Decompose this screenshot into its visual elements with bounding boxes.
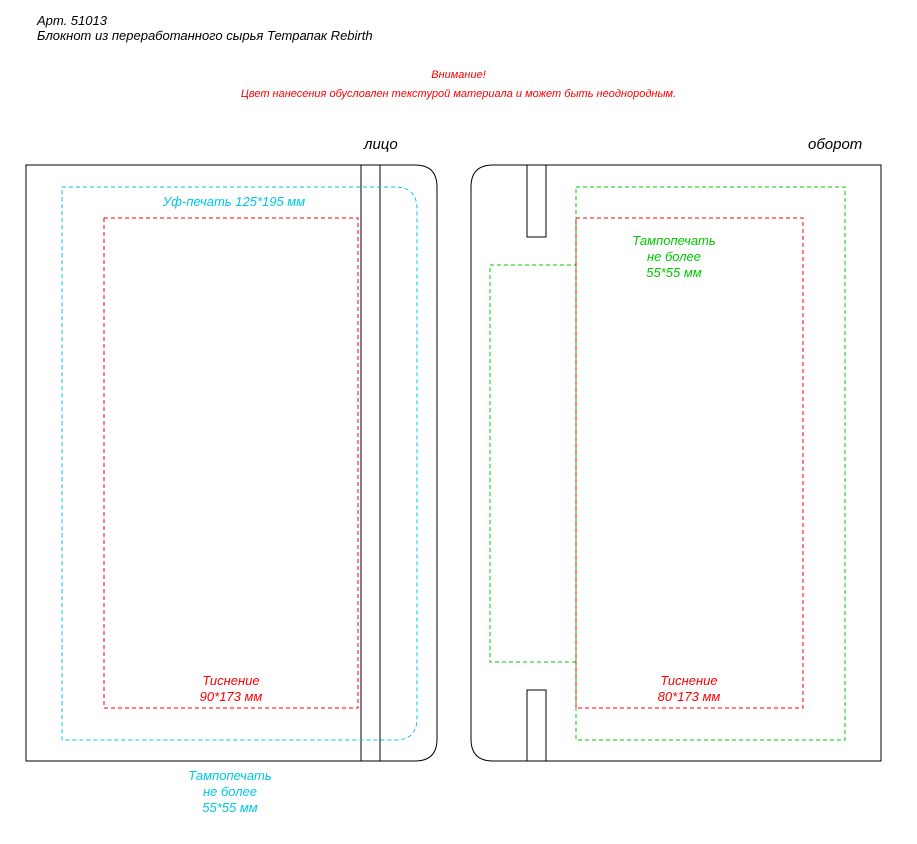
back-cover	[470, 164, 882, 762]
front-uv-label: Уф-печать 125*195 мм	[162, 194, 306, 209]
front-pad-label-line2: не более	[202, 784, 258, 799]
back-emboss-area	[575, 217, 804, 709]
front-side-label: лицо	[364, 136, 398, 153]
front-pad-label-line3: 55*55 мм	[202, 800, 258, 815]
back-cover-outline	[470, 164, 882, 762]
warning-title: Внимание!	[431, 69, 486, 81]
front-emboss-area	[103, 217, 359, 709]
back-pocket-area	[489, 264, 577, 663]
front-emboss-label-line1: Тиснение	[202, 673, 260, 688]
front-emboss-label-line2: 90*173 мм	[199, 689, 263, 704]
article-number: Арт. 51013	[37, 13, 107, 28]
back-pad-print-area	[575, 186, 846, 741]
front-elastic-band	[360, 164, 381, 762]
back-pad-label-line3: 55*55 мм	[646, 265, 702, 280]
back-emboss-label-line1: Тиснение	[660, 673, 718, 688]
back-emboss-label-line2: 80*173 мм	[657, 689, 721, 704]
front-uv-print-area	[61, 186, 418, 741]
back-elastic-tab-bottom	[526, 689, 547, 762]
back-elastic-tab-top	[526, 164, 547, 238]
front-cover	[25, 164, 438, 762]
back-pad-label-line1: Тампопечать	[632, 233, 716, 248]
front-cover-outline	[25, 164, 438, 762]
front-pad-label-line1: Тампопечать	[188, 768, 272, 783]
warning-text: Цвет нанесения обусловлен текстурой мате…	[240, 88, 677, 100]
product-title: Блокнот из переработанного сырья Тетрапа…	[37, 28, 373, 43]
back-pad-label-line2: не более	[646, 249, 702, 264]
back-side-label: оборот	[808, 136, 863, 153]
